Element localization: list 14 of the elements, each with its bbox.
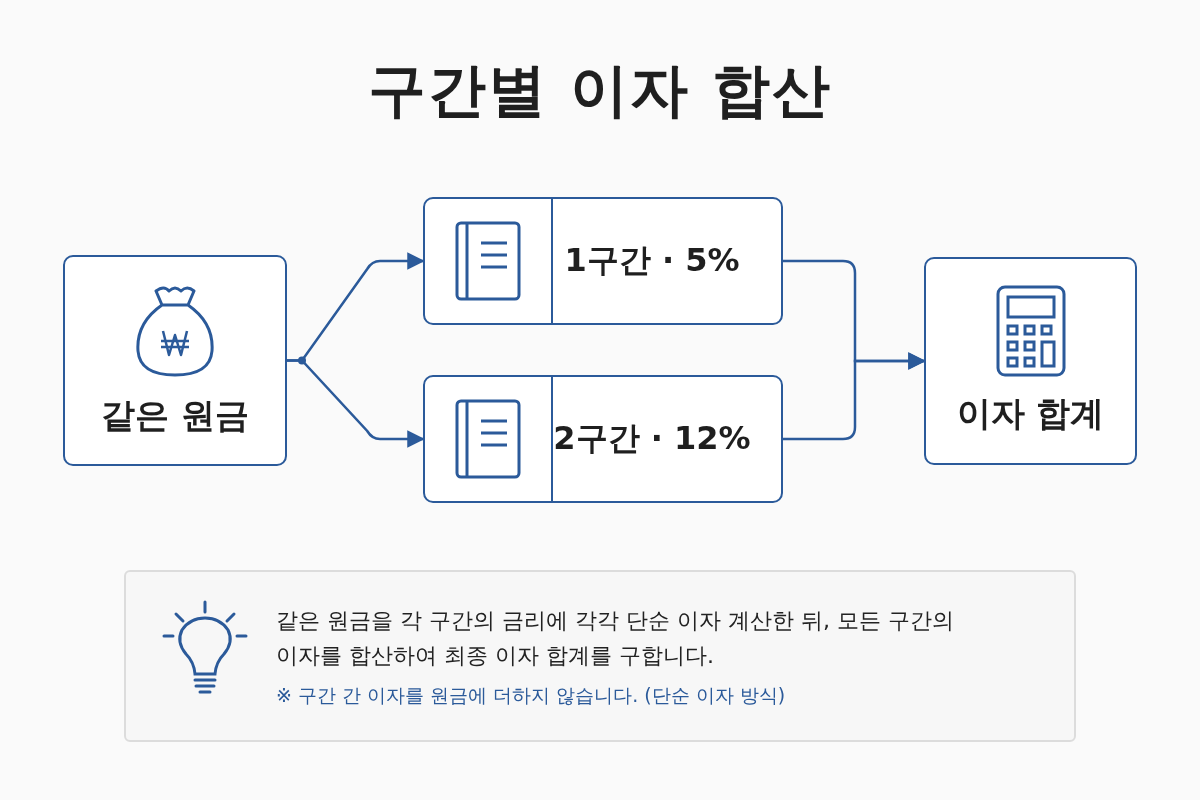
node-label: 2구간 · 12% <box>553 418 751 459</box>
diagram-title: 구간별 이자 합산 <box>367 55 833 126</box>
note-remark: ※ 구간 간 이자를 원금에 더하지 않습니다. (단순 이자 방식) <box>276 683 787 709</box>
node-label: 같은 원금 <box>101 393 249 437</box>
note-panel <box>124 570 1076 742</box>
process-box <box>924 257 1137 465</box>
note-text: 같은 원금을 각 구간의 금리에 각각 단순 이자 계산한 뒤, 모든 구간의 이자를 합산하여 최종 이자 합계를 구합니다. <box>276 606 955 670</box>
process-box <box>423 197 783 325</box>
node-label: 1구간 · 5% <box>564 240 740 281</box>
process-box <box>63 255 287 466</box>
process-box <box>423 375 783 503</box>
node-label: 이자 합계 <box>956 392 1105 435</box>
arrow <box>783 352 926 441</box>
arrow <box>287 359 425 448</box>
